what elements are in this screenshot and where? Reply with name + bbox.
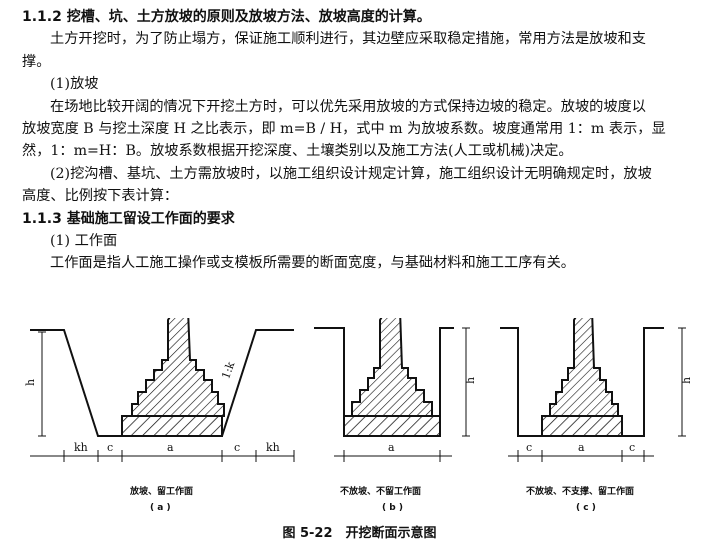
footing-a	[121, 415, 223, 437]
height-label-a: h	[24, 379, 37, 386]
panel-tag-a: ( a )	[150, 503, 171, 513]
footing-c	[541, 415, 623, 437]
stepped-foundation-b	[351, 318, 433, 417]
dim-label: a	[167, 441, 174, 454]
panel-a	[30, 318, 295, 462]
slope-label-a: 1:k	[219, 360, 237, 381]
height-label-b: h	[464, 377, 477, 384]
footing-b	[343, 415, 441, 437]
paragraph-line: 高度、比例按下表计算：	[22, 188, 179, 205]
dim-label: c	[629, 441, 635, 454]
dim-label: kh	[266, 441, 280, 454]
paragraph-line: 在场地比较开阔的情况下开挖土方时，可以优先采用放坡的方式保持边坡的稳定。放坡的坡…	[50, 98, 646, 115]
panel-desc-a: 放坡、留工作面	[129, 485, 193, 497]
dim-label: c	[234, 441, 240, 454]
stepped-foundation-a	[131, 318, 225, 417]
dim-label: c	[526, 441, 532, 454]
item-title-slope: (1)放坡	[50, 76, 99, 93]
paragraph-line: 放坡宽度 B 与挖土深度 H 之比表示，即 m=B / H，式中 m 为放坡系数…	[22, 121, 666, 138]
section-heading-1-1-3: 1.1.3 基础施工留设工作面的要求	[22, 210, 235, 227]
dim-label: a	[388, 441, 395, 454]
dim-label: a	[578, 441, 585, 454]
figure-caption: 图 5-22 开挖断面示意图	[282, 526, 437, 541]
panel-desc-c: 不放坡、不支撑、留工作面	[526, 485, 634, 497]
paragraph-line: 撑。	[22, 53, 51, 70]
paragraph-line: 工作面是指人工施工操作或支模板所需要的断面宽度，与基础材料和施工工序有关。	[50, 255, 575, 272]
paragraph-line: 土方开挖时，为了防止塌方，保证施工顺利进行，其边壁应采取稳定措施，常用方法是放坡…	[50, 31, 646, 48]
height-label-c: h	[680, 377, 693, 384]
paragraph-line: (2)挖沟槽、基坑、土方需放坡时，以施工组织设计规定计算，施工组织设计无明确规定…	[50, 165, 652, 182]
panel-tag-b: ( b )	[382, 503, 403, 513]
paragraph-line: 然，1：m=H：B。放坡系数根据开挖深度、土壤类别以及施工方法(人工或机械)决定…	[22, 143, 573, 160]
stepped-foundation-c	[549, 318, 619, 417]
dim-label: kh	[74, 441, 88, 454]
panel-b	[314, 318, 470, 462]
excavation-diagram: h 1:k kh c a c kh 放坡、留工作面 ( a ) h a 不放坡、…	[24, 318, 693, 513]
panel-tag-c: ( c )	[576, 503, 596, 513]
dim-label: c	[107, 441, 113, 454]
panel-desc-b: 不放坡、不留工作面	[340, 485, 421, 497]
panel-c	[500, 318, 686, 462]
item-title-working-face: (1) 工作面	[50, 233, 118, 250]
section-heading-1-1-2: 1.1.2 挖槽、坑、土方放坡的原则及放坡方法、放坡高度的计算。	[22, 9, 431, 25]
excavation-section-figure: h 1:k kh c a c kh 放坡、留工作面 ( a ) h a 不放坡、…	[22, 318, 702, 518]
document-body: 1.1.2 挖槽、坑、土方放坡的原则及放坡方法、放坡高度的计算。 土方开挖时，为…	[22, 6, 698, 275]
